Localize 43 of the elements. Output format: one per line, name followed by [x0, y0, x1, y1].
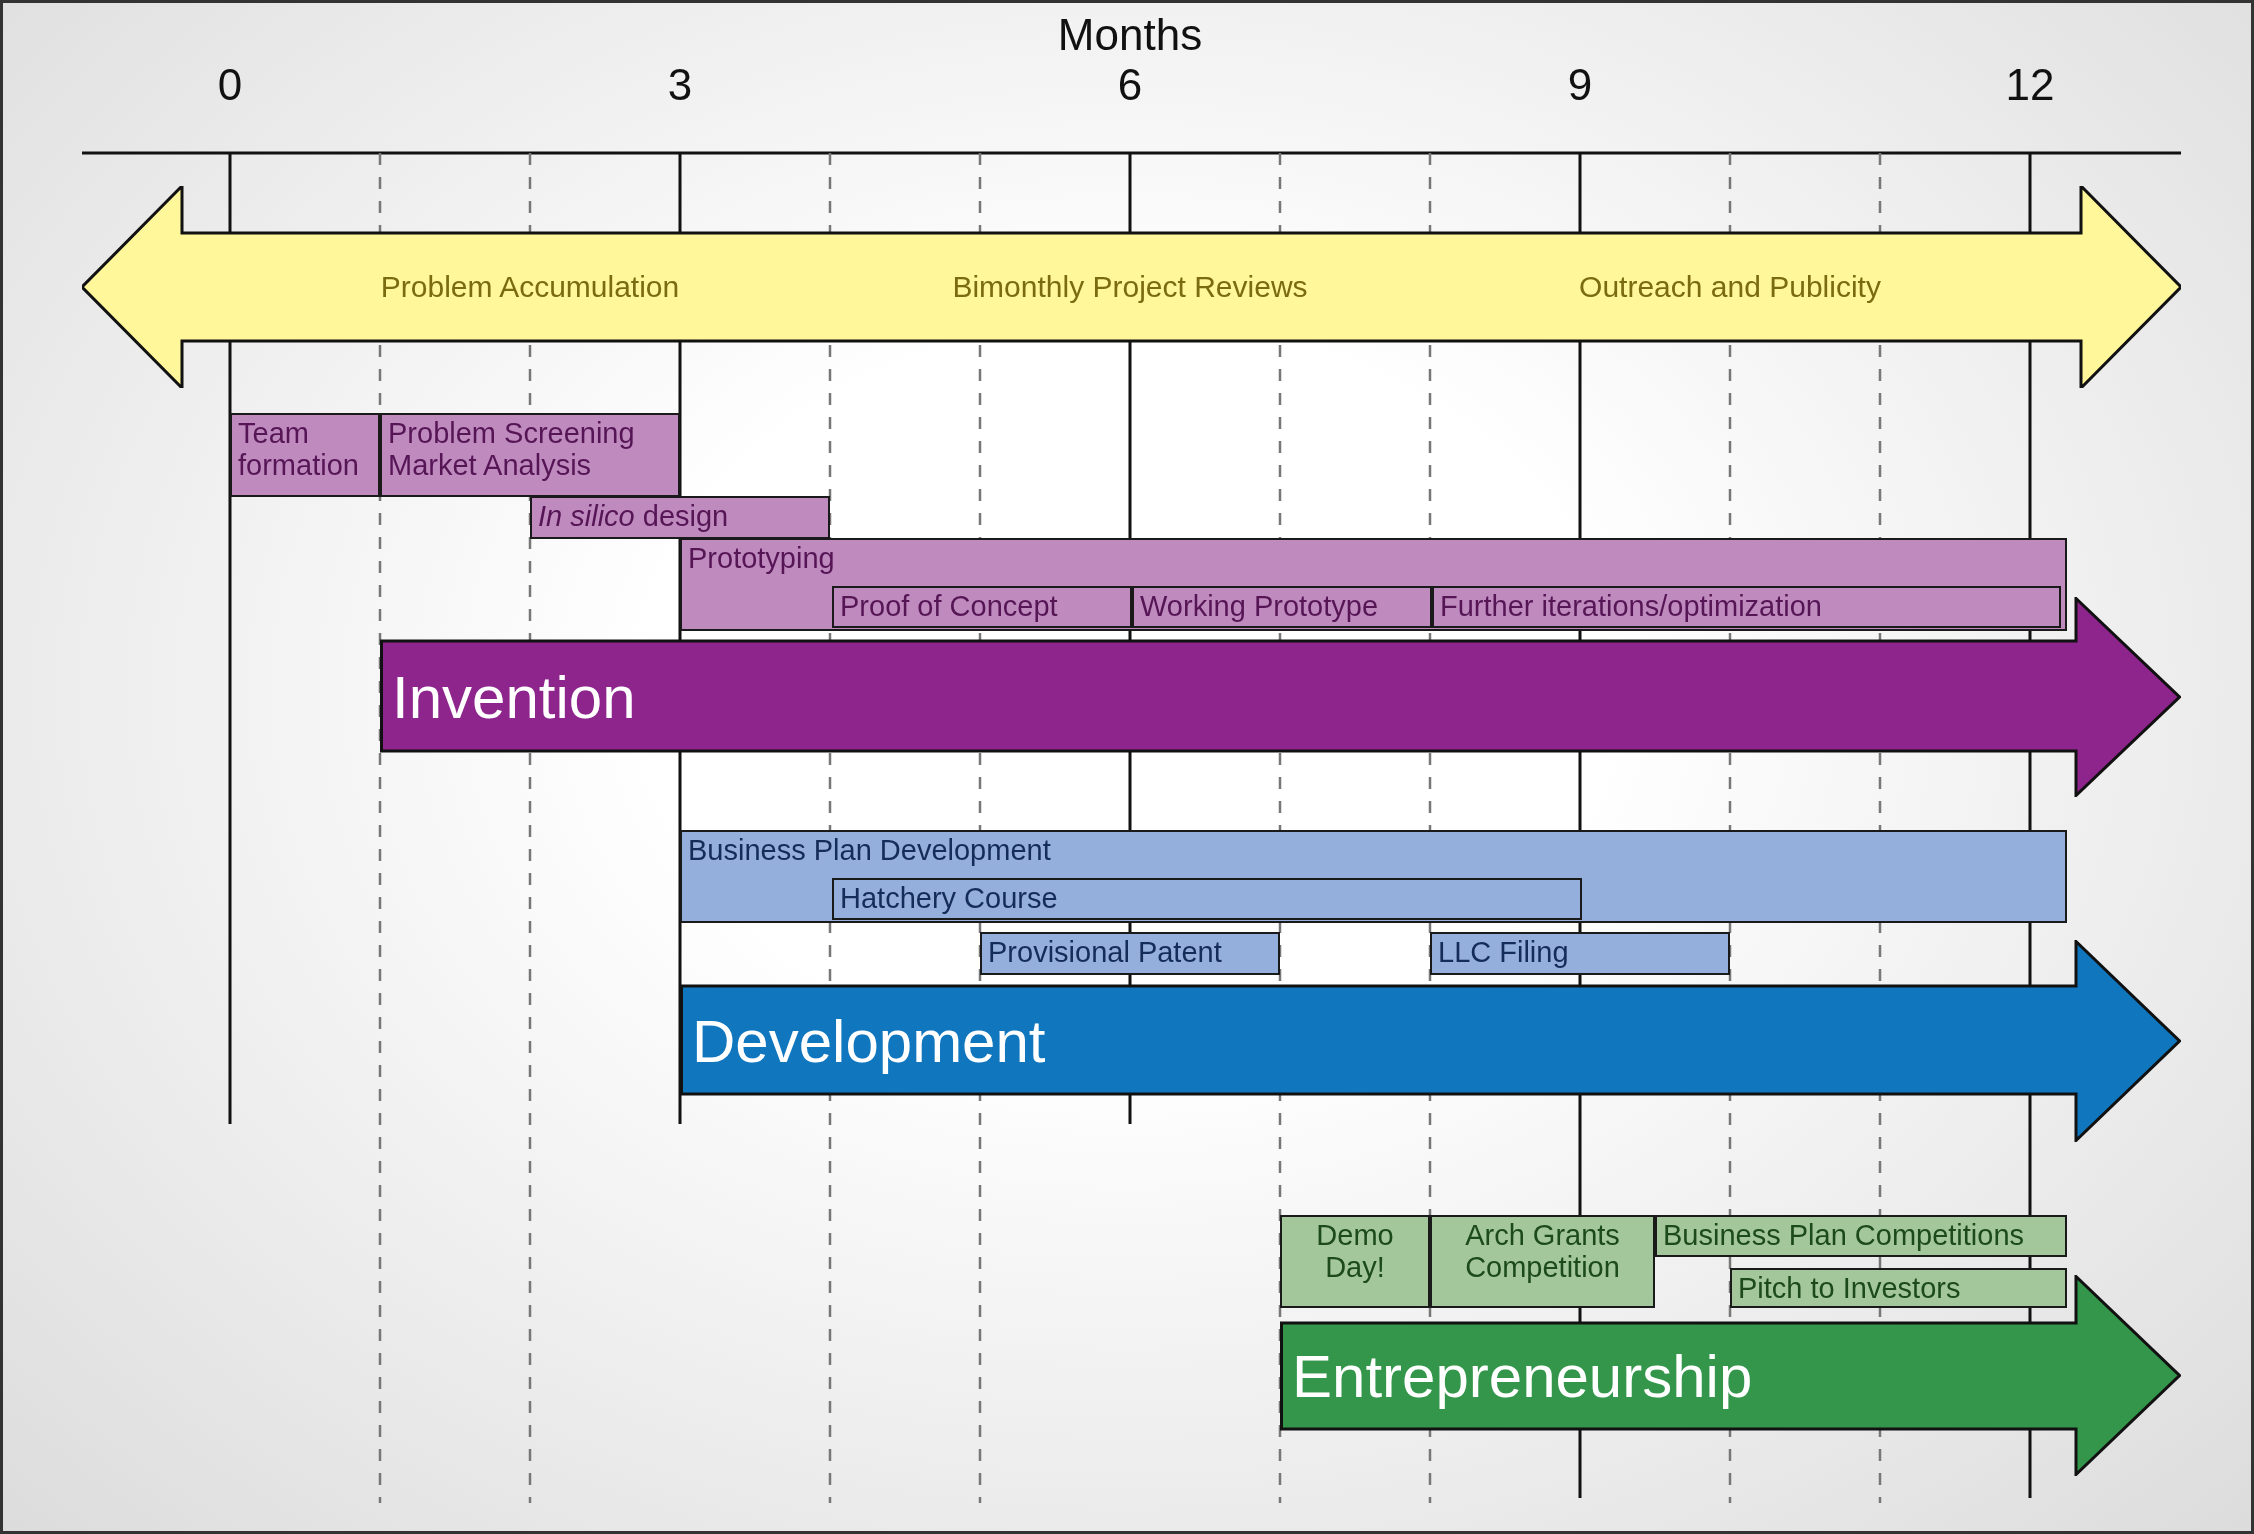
task-label: Problem Screening	[388, 418, 636, 450]
band-label: Bimonthly Project Reviews	[952, 270, 1308, 304]
task-label: Further iterations/optimization	[1440, 591, 1823, 623]
phase-label: Entrepreneurship	[1292, 1341, 1753, 1410]
task-bar	[1280, 1215, 1430, 1308]
task-bar	[980, 932, 1280, 975]
band-label: Problem Accumulation	[380, 270, 680, 304]
task-label: Provisional Patent	[988, 937, 1223, 969]
tick-label: 6	[1117, 63, 1143, 107]
task-label: LLC Filing	[1438, 937, 1570, 969]
task-bar	[1430, 932, 1730, 975]
task-label: Working Prototype	[1140, 591, 1380, 623]
task-bar	[1432, 586, 2061, 628]
task-bar	[1730, 1268, 2067, 1308]
band-label: Outreach and Publicity	[1579, 270, 1881, 304]
task-bar	[680, 538, 2067, 631]
task-label: Demo Day!	[1315, 1220, 1395, 1284]
task-label: Prototyping	[688, 543, 836, 575]
task-label: Arch Grants Competition	[1464, 1220, 1621, 1284]
task-label: Pitch to Investors	[1738, 1273, 1962, 1305]
task-label: Proof of Concept	[840, 591, 1059, 623]
tick-label: 0	[217, 63, 243, 107]
task-bar	[832, 878, 1582, 920]
task-label: Business Plan Development	[688, 835, 1052, 867]
task-bar	[832, 586, 1132, 628]
tick-label: 9	[1567, 63, 1593, 107]
task-bar	[1132, 586, 1432, 628]
axis-title: Months	[1057, 13, 1203, 57]
task-bar	[530, 496, 830, 539]
task-label: Hatchery Course	[840, 883, 1059, 915]
phase-label: Development	[692, 1006, 1046, 1076]
task-label: Market Analysis	[388, 449, 592, 482]
phase-label: Invention	[392, 662, 636, 732]
task-bar	[230, 413, 380, 497]
tick-label: 12	[2005, 63, 2055, 107]
task-label: Team formation	[238, 418, 360, 482]
task-bar	[380, 413, 680, 497]
task-bar	[680, 830, 2067, 923]
task-label: Business Plan Competitions	[1663, 1220, 2026, 1252]
task-bar	[1430, 1215, 1655, 1308]
task-label: In silico design	[538, 501, 730, 533]
tick-label: 3	[667, 63, 693, 107]
task-bar	[1655, 1215, 2067, 1257]
